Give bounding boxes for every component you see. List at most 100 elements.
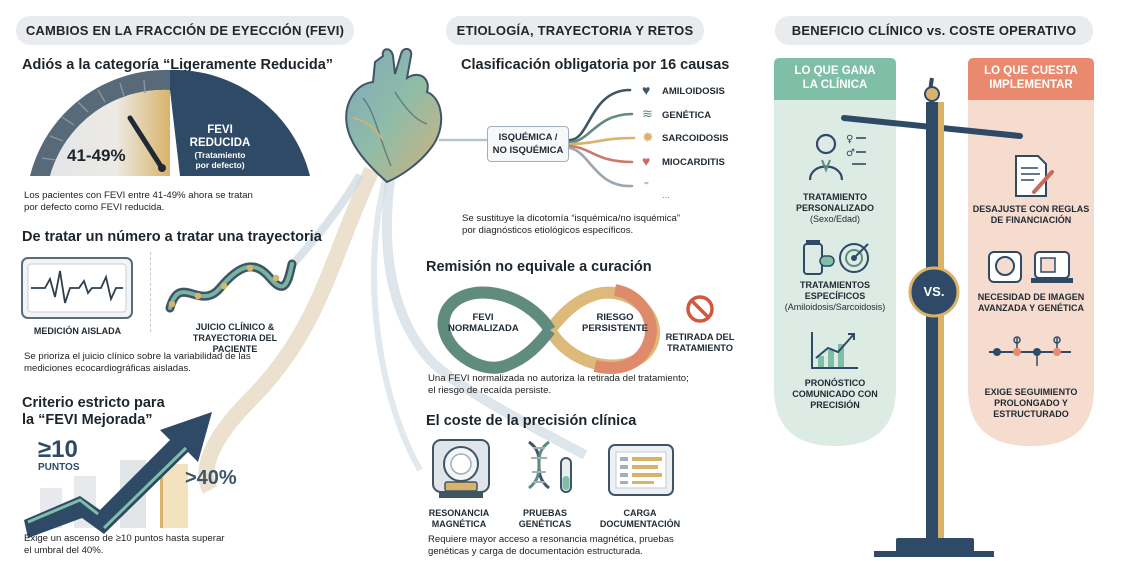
g1a: TRATAMIENTO: [803, 192, 867, 202]
remission-text-1: Una FEVI normalizada no autoriza la reti…: [428, 373, 689, 384]
g1b: PERSONALIZADO: [795, 203, 874, 213]
threshold-value: >40%: [185, 467, 237, 489]
dna-icon: ≋: [642, 106, 653, 121]
svg-text:♀: ♀: [846, 134, 853, 145]
remission-text: Una FEVI normalizada no autoriza la reti…: [428, 373, 728, 397]
divider: [150, 252, 152, 332]
etiology-box: ISQUÉMICA / NO ISQUÉMICA: [487, 126, 569, 162]
gain-header-2: LA CLÍNICA: [802, 79, 868, 91]
g2c: (Amiloidosis/Sarcoidosis): [784, 302, 886, 312]
cost-text-1: Requiere mayor acceso a resonancia magné…: [428, 534, 674, 545]
remission-text-2: el riesgo de recaída persiste.: [428, 385, 552, 396]
trajectory-path-icon: [165, 259, 297, 313]
trajectory-label-1: JUICIO CLÍNICO &: [195, 322, 275, 332]
heart-red-icon: ♥: [642, 153, 651, 169]
cost-mri-label: RESONANCIA MAGNÉTICA: [414, 508, 504, 530]
c1a: DESAJUSTE CON REGLAS: [972, 204, 1090, 214]
documentation-icon: [608, 444, 674, 496]
gain-item-3: PRONÓSTICO COMUNICADO CON PRECISIÓN: [780, 378, 890, 411]
imaging-scanner-icon: [988, 251, 1073, 283]
cause-branches: [438, 88, 636, 188]
gauge-label-1: FEVI: [207, 124, 233, 136]
c1b: DE FINANCIACIÓN: [990, 215, 1072, 225]
g3c: PRECISIÓN: [810, 400, 860, 410]
s2-title: De tratar un número a tratar una trayect…: [22, 229, 322, 245]
big-unit: PUNTOS: [38, 462, 80, 473]
loop-left-label: FEVI NORMALIZADA: [448, 312, 519, 334]
timeline-icon: [989, 336, 1071, 366]
measure-label: MEDICIÓN AISLADA: [33, 326, 122, 336]
s1-text: Los pacientes con FEVI entre 41-49% ahor…: [24, 190, 324, 214]
cost-title: El coste de la precisión clínica: [426, 413, 637, 429]
s3-title-2: la “FEVI Mejorada”: [22, 412, 153, 428]
classification-text-1: Se sustituye la dicotomía “isquémica/no …: [462, 213, 681, 224]
fevi-gauge: [30, 69, 310, 176]
g2a: TRATAMIENTOS: [800, 280, 870, 290]
growth-chart-icon: [811, 332, 858, 369]
cost-3a: CARGA: [623, 508, 657, 518]
cause-ellipsis: ...: [662, 190, 670, 201]
doctor-icon: ♀ ♂: [808, 133, 866, 181]
loop-right-2: PERSISTENTE: [582, 323, 648, 334]
s3-text-line-1: Exige un ascenso de ≥10 puntos hasta sup…: [24, 533, 225, 544]
loop-right-1: RIESGO: [596, 312, 634, 323]
heart-icon: [345, 48, 443, 184]
cost-header-2: IMPLEMENTAR: [989, 79, 1073, 91]
trajectory-label-2: TRAYECTORIA DEL PACIENTE: [192, 333, 278, 354]
loop-right-label: RIESGO PERSISTENTE: [580, 312, 650, 334]
cost-item-3: EXIGE SEGUIMIENTO PROLONGADO Y ESTRUCTUR…: [968, 387, 1094, 420]
g2b: ESPECÍFICOS: [804, 291, 866, 301]
cost-documentation-label: CARGA DOCUMENTACIÓN: [590, 508, 690, 530]
infinity-loop: [437, 284, 660, 374]
document-pen-icon: [1015, 155, 1054, 197]
gain-header-1: LO QUE GANA: [794, 65, 876, 77]
classification-text-2: por diagnósticos etiológicos específicos…: [462, 225, 634, 236]
dna-test-icon: [527, 440, 572, 493]
cost-item-2: NECESIDAD DE IMAGEN AVANZADA Y GENÉTICA: [968, 292, 1094, 314]
g3a: PRONÓSTICO: [804, 378, 866, 388]
gauge-sub-2: por defecto): [195, 160, 245, 170]
s2-text-line-1: Se prioriza el juicio clínico sobre la v…: [24, 351, 251, 362]
no-entry-icon: [686, 295, 714, 323]
loop-left-2: NORMALIZADA: [448, 323, 519, 334]
shell-icon: ◒: [643, 176, 650, 188]
c3b: PROLONGADO Y: [994, 398, 1068, 408]
s1-text-line-1: Los pacientes con FEVI entre 41-49% ahor…: [24, 190, 253, 201]
cost-header-1: LO QUE CUESTA: [984, 65, 1078, 77]
mri-scanner-icon: [432, 439, 490, 498]
s3-title-1: Criterio estricto para: [22, 395, 165, 411]
svg-text:♂: ♂: [846, 148, 855, 159]
c2b: AVANZADA Y GENÉTICA: [977, 303, 1084, 313]
etiology-box-line-1: ISQUÉMICA /: [498, 132, 558, 143]
ecg-monitor-icon: [21, 257, 133, 319]
cause-amyloidosis: AMILOIDOSIS: [662, 86, 725, 97]
medicine-target-icon: [803, 240, 869, 275]
classification-title: Clasificación obligatoria por 16 causas: [461, 57, 730, 73]
rising-arrow-chart: [24, 412, 212, 538]
cost-text-2: genéticas y carga de documentación estru…: [428, 546, 643, 557]
gain-header: LO QUE GANA LA CLÍNICA: [774, 64, 896, 92]
trajectory-label: JUICIO CLÍNICO & TRAYECTORIA DEL PACIENT…: [175, 322, 295, 355]
gauge-value: 41-49%: [67, 146, 126, 165]
cost-1a: RESONANCIA: [428, 508, 490, 518]
treatment-withdrawal-label: RETIRADA DEL TRATAMIENTO: [660, 332, 740, 354]
s2-text-line-2: mediciones ecocardiográficas aisladas.: [24, 363, 191, 374]
c3a: EXIGE SEGUIMIENTO: [984, 387, 1078, 397]
s3-text: Exige un ascenso de ≥10 puntos hasta sup…: [24, 533, 284, 557]
g3b: COMUNICADO CON: [792, 389, 878, 399]
right-section-header: BENEFICIO CLÍNICO vs. COSTE OPERATIVO: [775, 16, 1093, 45]
cost-header: LO QUE CUESTA IMPLEMENTAR: [968, 64, 1094, 92]
cost-text: Requiere mayor acceso a resonancia magné…: [428, 534, 728, 558]
gauge-sub-1: (Tratamiento: [194, 150, 246, 160]
amyloidosis-icon: ♥: [642, 82, 651, 98]
cause-myocarditis: MIOCARDITIS: [662, 157, 725, 168]
cost-item-1: DESAJUSTE CON REGLAS DE FINANCIACIÓN: [968, 204, 1094, 226]
big-number: ≥10: [38, 436, 78, 463]
s1-title: Adiós a la categoría “Ligeramente Reduci…: [22, 57, 334, 73]
gear-icon: ✹: [642, 129, 654, 145]
middle-section-header: ETIOLOGÍA, TRAYECTORIA Y RETOS: [446, 16, 704, 45]
cost-genetic-label: PRUEBAS GENÉTICAS: [505, 508, 585, 530]
gauge-label-2: REDUCIDA: [189, 137, 251, 149]
balance-scale: [841, 77, 1023, 557]
